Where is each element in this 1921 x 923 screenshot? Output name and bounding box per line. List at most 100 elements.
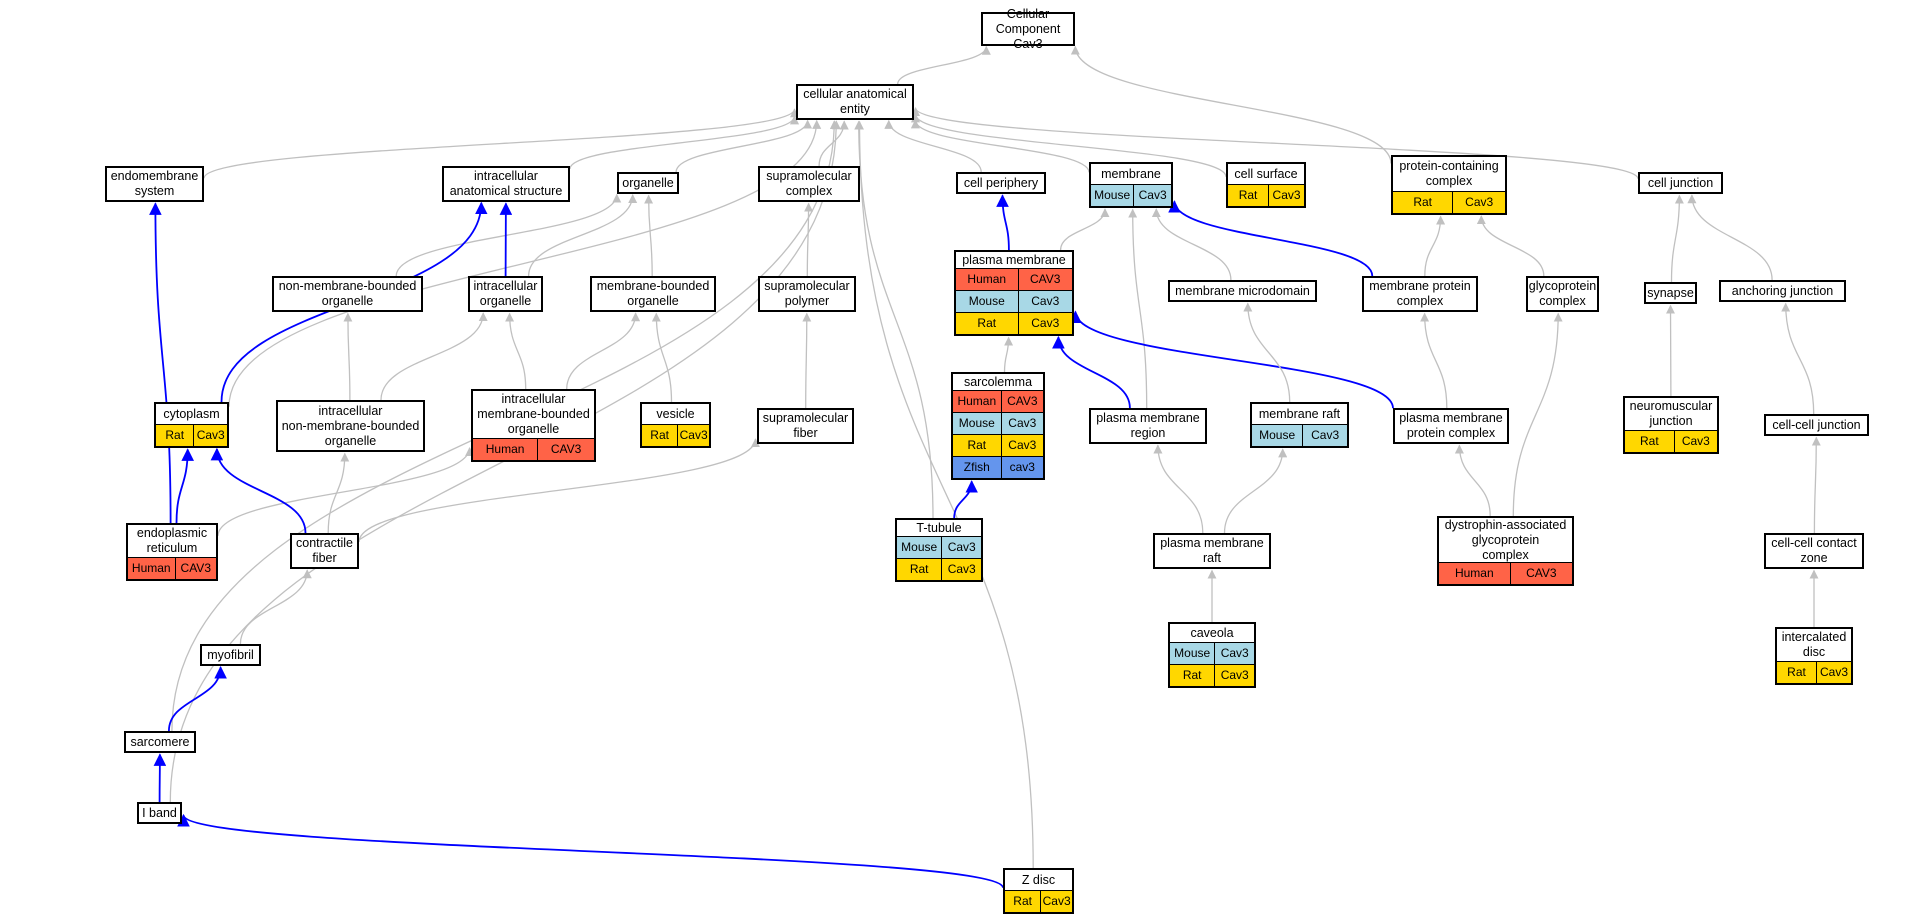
node-label: Cellular Component Cav3 (995, 6, 1061, 51)
node-label: cell junction (1647, 175, 1714, 190)
gene-cell: Cav3 (1000, 435, 1043, 456)
node-glycoprotein-complex[interactable]: glycoprotein complex (1526, 276, 1599, 312)
edge-membrane-protein-complex-to-membrane (1168, 200, 1374, 277)
node-label: plasma membrane raft (1160, 536, 1264, 565)
node-ias[interactable]: intracellular anatomical structure (442, 166, 570, 202)
gene-cell: CAV3 (537, 439, 594, 460)
species-cell: Rat (1182, 668, 1202, 682)
node-label: membrane protein complex (1369, 279, 1471, 308)
node-contractile-fiber[interactable]: contractile fiber (290, 533, 359, 569)
node-inmbo[interactable]: intracellular non-membrane-bounded organ… (276, 400, 425, 452)
edge-protein-containing-to-cc-root (1070, 45, 1392, 164)
node-supramol-complex[interactable]: supramolecular complex (758, 166, 860, 202)
node-supramol-fiber[interactable]: supramolecular fiber (757, 408, 854, 444)
node-label: synapse (1647, 285, 1694, 300)
species-cell: Mouse (1259, 428, 1296, 442)
node-mbo[interactable]: membrane-bounded organelle (590, 276, 716, 312)
edge-glycoprotein-complex-to-protein-containing (1476, 215, 1545, 277)
gene-cell: Cav3 (1816, 662, 1851, 683)
node-synapse[interactable]: synapse (1644, 282, 1697, 304)
edge-z-disc-to-cae (854, 120, 1034, 869)
edge-pm-protein-complex-to-plasma-membrane (1069, 310, 1394, 409)
node-label: intracellular anatomical structure (449, 169, 563, 198)
edge-membrane-to-cae (910, 119, 1090, 173)
node-label: cytoplasm (163, 406, 220, 421)
edge-imbo-to-intracellular-organelle (505, 312, 527, 390)
node-dag-complex[interactable]: dystrophin-associated glycoprotein compl… (1437, 516, 1574, 586)
node-label: intracellular organelle (473, 279, 538, 308)
gene-cell: Cav3 (1017, 291, 1072, 312)
node-label: sarcolemma (963, 374, 1033, 389)
gene-cell: Cav3 (1000, 413, 1043, 434)
node-label: organelle (622, 175, 674, 190)
node-cell-periphery[interactable]: cell periphery (956, 172, 1046, 194)
gene-cell: Cav3 (1302, 425, 1347, 446)
node-label: sarcomere (130, 734, 190, 749)
node-cell-junction[interactable]: cell junction (1638, 172, 1723, 194)
node-label: cell-cell contact zone (1771, 536, 1857, 565)
node-cc-root[interactable]: Cellular Component Cav3 (981, 6, 1075, 51)
edge-cell-cell-junction-to-anchoring-junction (1781, 302, 1815, 415)
node-i-band[interactable]: I band (137, 802, 182, 824)
node-label: supramolecular polymer (764, 279, 850, 308)
species-cell: Rat (650, 428, 669, 442)
node-anchoring-junction[interactable]: anchoring junction (1719, 280, 1846, 302)
edge-membrane-microdomain-to-membrane (1151, 208, 1232, 281)
node-pm-protein-complex[interactable]: plasma membrane protein complex (1393, 408, 1509, 444)
node-nmbo[interactable]: non-membrane-bounded organelle (272, 276, 423, 312)
node-membrane-protein-complex[interactable]: membrane protein complex (1362, 276, 1478, 312)
edge-cell-cell-contact-zone-to-cell-cell-junction (1811, 436, 1821, 534)
node-cell-cell-contact-zone[interactable]: cell-cell contact zone (1764, 533, 1864, 569)
node-imbo[interactable]: intracellular membrane-bounded organelle… (471, 389, 596, 462)
node-myofibril[interactable]: myofibril (200, 644, 261, 666)
gene-cell: Cav3 (1673, 431, 1717, 452)
edge-cell-periphery-to-cae (884, 119, 982, 173)
edge-er-to-endomembrane (149, 202, 172, 524)
species-cell: Human (957, 394, 997, 408)
annotation-row: Mouse Cav3 (953, 412, 1043, 434)
edge-membrane-raft-to-membrane-microdomain (1243, 302, 1291, 403)
species-cell: Rat (977, 316, 997, 330)
node-membrane-microdomain[interactable]: membrane microdomain (1168, 280, 1317, 302)
node-supramol-polymer[interactable]: supramolecular polymer (758, 276, 856, 312)
node-cell-cell-junction[interactable]: cell-cell junction (1764, 414, 1869, 436)
node-pm-raft[interactable]: plasma membrane raft (1153, 533, 1271, 569)
node-intracellular-organelle[interactable]: intracellular organelle (468, 276, 543, 312)
node-cae[interactable]: cellular anatomical entity (796, 84, 914, 120)
node-pm-region[interactable]: plasma membrane region (1089, 408, 1207, 444)
edge-ias-to-cae (569, 115, 799, 170)
edge-endomembrane-to-cae (203, 108, 799, 179)
node-endomembrane[interactable]: endomembrane system (105, 166, 204, 202)
species-cell: Mouse (958, 416, 995, 430)
edge-contractile-fiber-to-inmbo (327, 452, 350, 534)
edge-mbo-to-organelle (644, 194, 654, 277)
gene-cell: CAV3 (1017, 269, 1072, 290)
node-organelle[interactable]: organelle (617, 172, 679, 194)
edge-plasma-membrane-to-cell-periphery (996, 194, 1010, 251)
node-sarcomere[interactable]: sarcomere (124, 731, 196, 753)
